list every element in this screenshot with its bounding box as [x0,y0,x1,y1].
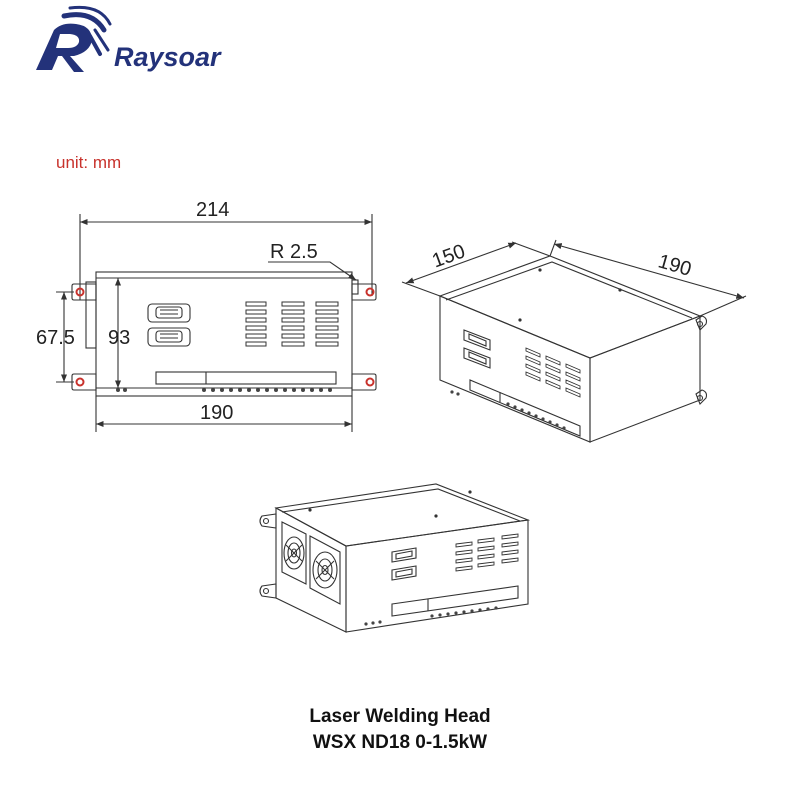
terminal-strip [155,371,337,385]
label-body-width: 190 [200,402,233,424]
iso-front-face [439,295,591,443]
mount-tab-bottom-left [71,373,97,391]
mount-tab-bottom-right [351,373,377,391]
logo-mark-icon [36,5,112,73]
fan-left-icon [281,521,307,585]
iso2-db9-lower [391,565,417,581]
iso-view-top [401,239,747,443]
terminal-pins [116,388,332,392]
fan-right-icon [309,535,341,605]
caption: Laser Welding Head WSX ND18 0-1.5kW [0,704,800,756]
label-overall-width: 214 [196,199,229,221]
iso2-db9-upper [391,547,417,563]
unit-note: unit: mm [56,153,121,172]
brand-name: Raysoar [114,42,222,72]
iso-db9-upper [463,329,491,351]
iso-right-face [589,315,701,443]
label-height: 93 [108,327,130,349]
caption-title: Laser Welding Head [309,706,491,727]
iso2-front-face [345,519,529,633]
front-body-outline [95,271,353,397]
vent-slots [245,301,339,347]
iso2-terminal-strip [391,585,519,617]
label-mount-spacing: 67.5 [36,327,75,349]
iso2-top-face [274,483,531,547]
db9-connector-lower [147,327,191,347]
iso2-vent-slots [455,533,519,572]
iso-view-fans [259,483,531,633]
dimension-line-iso-width [553,243,745,299]
mount-tab-top-right [351,283,377,301]
front-view [56,214,377,432]
label-iso-depth: 150 [429,240,468,272]
dimension-line-iso-depth [405,242,517,284]
label-iso-width: 190 [656,250,694,280]
mount-tab-top-left [71,283,97,301]
iso-db9-lower [463,347,491,369]
db9-connector-upper [147,303,191,323]
iso-terminal-strip [469,379,581,437]
iso-vent-slots [525,347,581,398]
label-corner-radius: R 2.5 [270,241,318,263]
brand-logo: Raysoar [36,5,222,73]
caption-model: WSX ND18 0-1.5kW [312,732,488,753]
iso2-left-face [275,507,347,633]
radius-leader [268,261,357,281]
